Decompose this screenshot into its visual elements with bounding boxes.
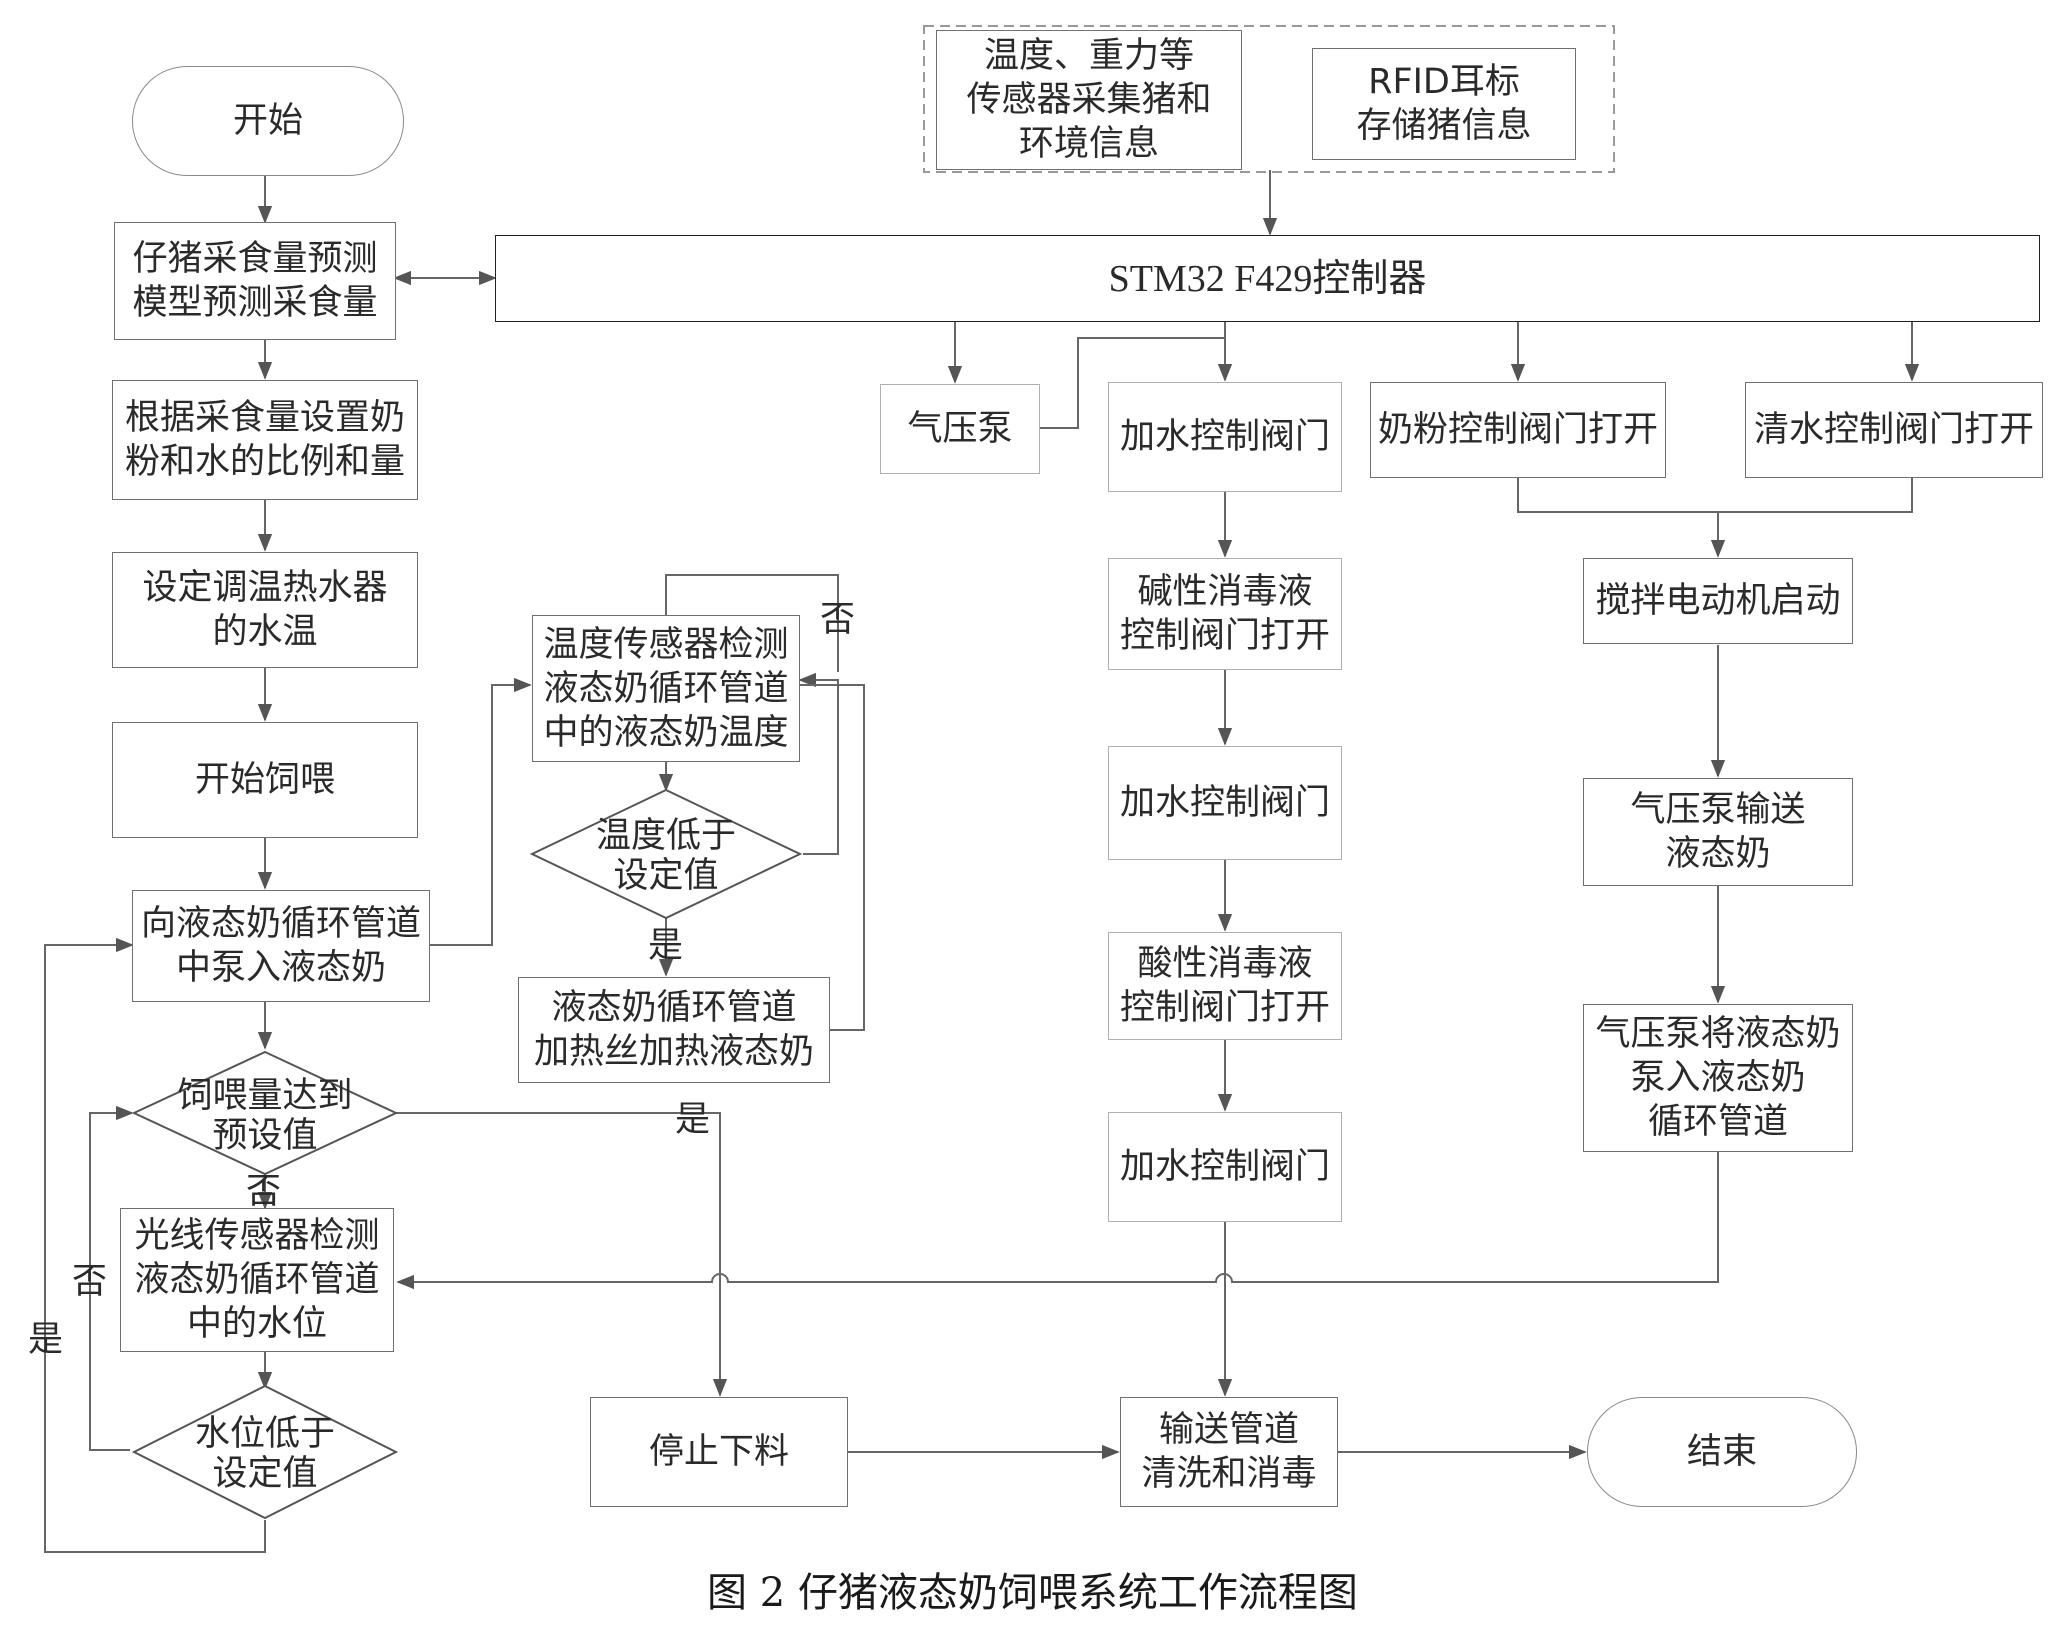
acid-valve-box: 酸性消毒液 控制阀门打开 bbox=[1108, 932, 1342, 1040]
end-terminal: 结束 bbox=[1587, 1397, 1857, 1507]
milk-valve-box: 奶粉控制阀门打开 bbox=[1370, 382, 1666, 478]
label-no-feed: 否 bbox=[246, 1172, 282, 1212]
stop-box: 停止下料 bbox=[590, 1397, 848, 1507]
air-pump-deliver-box: 气压泵输送 液态奶 bbox=[1583, 778, 1853, 886]
set-ratio-box: 根据采食量设置奶 粉和水的比例和量 bbox=[112, 380, 418, 500]
air-pump-box: 气压泵 bbox=[880, 384, 1040, 474]
decision-feed-reached-shape bbox=[131, 1050, 399, 1176]
light-sensor-box: 光线传感器检测 液态奶循环管道 中的水位 bbox=[120, 1208, 394, 1352]
temp-sensor-box: 温度传感器检测 液态奶循环管道 中的液态奶温度 bbox=[532, 615, 800, 762]
figure-caption: 图 2 仔猪液态奶饲喂系统工作流程图 bbox=[707, 1570, 1358, 1616]
begin-feed-box: 开始饲喂 bbox=[112, 722, 418, 838]
alkaline-valve-box: 碱性消毒液 控制阀门打开 bbox=[1108, 558, 1342, 670]
label-yes-feed: 是 bbox=[675, 1100, 711, 1140]
pipe-clean-box: 输送管道 清洗和消毒 bbox=[1120, 1397, 1338, 1507]
predict-intake-box: 仔猪采食量预测 模型预测采食量 bbox=[114, 222, 396, 340]
heater-box: 液态奶循环管道 加热丝加热液态奶 bbox=[518, 977, 830, 1083]
decision-water-low-shape bbox=[131, 1384, 399, 1520]
decision-temp-low: 温度低于 设定值 bbox=[595, 816, 736, 896]
sensors-box: 温度、重力等 传感器采集猪和 环境信息 bbox=[936, 30, 1242, 170]
label-no-water: 否 bbox=[72, 1262, 108, 1302]
label-no-temp: 否 bbox=[820, 600, 856, 640]
mixer-box: 搅拌电动机启动 bbox=[1583, 558, 1853, 644]
decision-feed-reached: 饲喂量达到 预设值 bbox=[177, 1076, 353, 1156]
label-yes-temp: 是 bbox=[648, 926, 684, 966]
clean-valve-box: 清水控制阀门打开 bbox=[1745, 382, 2043, 478]
pump-in-box: 向液态奶循环管道 中泵入液态奶 bbox=[132, 890, 430, 1002]
rfid-box: RFID耳标 存储猪信息 bbox=[1312, 48, 1576, 160]
decision-temp-low-shape bbox=[529, 788, 803, 920]
air-pump-inject-box: 气压泵将液态奶 泵入液态奶 循环管道 bbox=[1583, 1004, 1853, 1152]
sensors-group-frame bbox=[923, 25, 1615, 173]
water-valve-1-box: 加水控制阀门 bbox=[1108, 382, 1342, 492]
set-temp-box: 设定调温热水器 的水温 bbox=[112, 552, 418, 668]
label-yes-water: 是 bbox=[28, 1320, 64, 1360]
decision-water-low: 水位低于 设定值 bbox=[194, 1414, 335, 1494]
start-terminal: 开始 bbox=[132, 66, 404, 176]
water-valve-2-box: 加水控制阀门 bbox=[1108, 746, 1342, 860]
controller-box: STM32 F429控制器 bbox=[495, 235, 2040, 322]
water-valve-3-box: 加水控制阀门 bbox=[1108, 1112, 1342, 1222]
